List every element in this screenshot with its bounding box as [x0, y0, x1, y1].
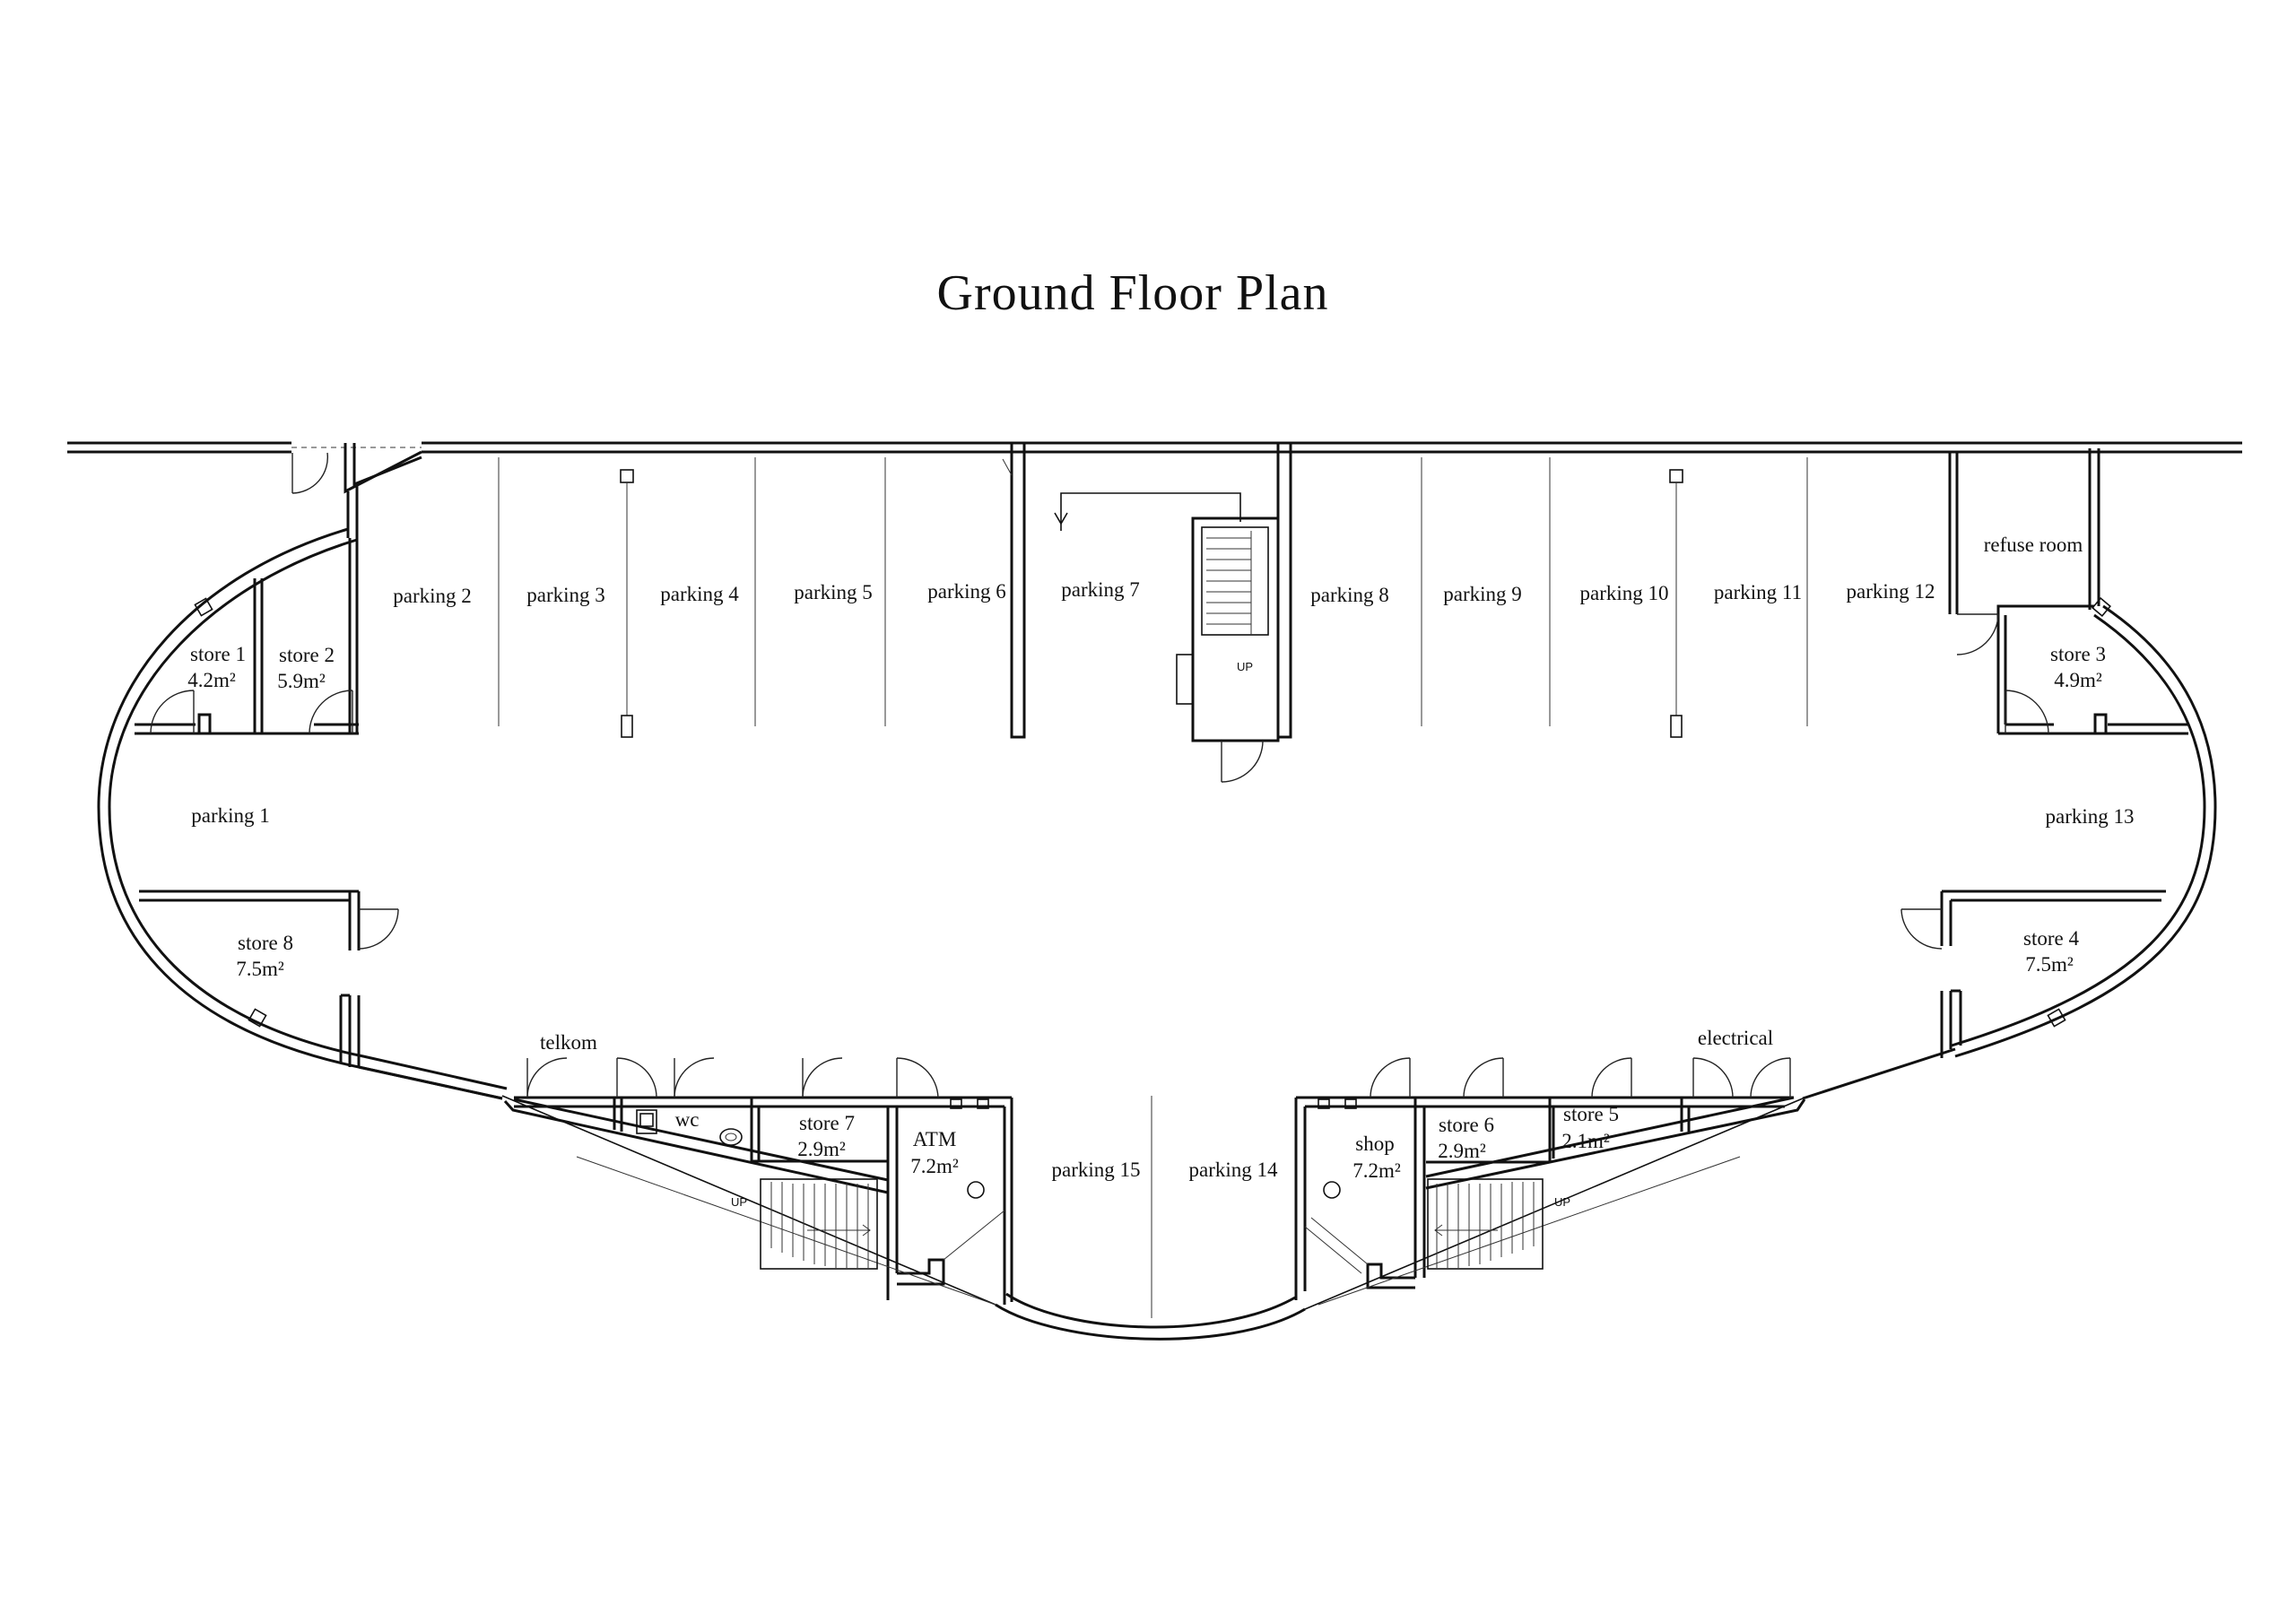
area-store-5: 2.1m² — [1561, 1130, 1610, 1152]
area-store-3: 4.9m² — [2054, 669, 2102, 691]
right-stair-treads — [1436, 1182, 1535, 1268]
label-parking-2: parking 2 — [393, 585, 472, 607]
label-store-1: store 1 — [190, 643, 246, 665]
area-store-7: 2.9m² — [797, 1138, 846, 1160]
label-parking-4: parking 4 — [660, 583, 739, 605]
label-parking-14: parking 14 — [1188, 1159, 1278, 1181]
label-parking-11: parking 11 — [1714, 581, 1802, 603]
space-labels: parking 2 parking 3 parking 4 parking 5 … — [191, 534, 2134, 1181]
label-wc: wc — [675, 1108, 700, 1131]
label-refuse-room: refuse room — [1984, 534, 2083, 556]
label-parking-9: parking 9 — [1443, 583, 1522, 605]
label-parking-12: parking 12 — [1846, 580, 1935, 603]
area-atm: 7.2m² — [910, 1155, 959, 1177]
store-4-walls — [1900, 890, 2166, 1058]
label-store-7: store 7 — [799, 1112, 855, 1134]
label-store-3: store 3 — [2050, 643, 2106, 665]
right-stair-up-label: UP — [1554, 1195, 1570, 1209]
label-parking-1: parking 1 — [191, 804, 270, 827]
label-telkom: telkom — [540, 1031, 597, 1054]
left-top-stores-walls — [135, 443, 422, 735]
core-stair-up-label: UP — [1237, 660, 1253, 673]
left-stair-up-label: UP — [731, 1195, 747, 1209]
label-store-4: store 4 — [2023, 927, 2079, 950]
label-parking-3: parking 3 — [526, 584, 605, 606]
label-parking-7: parking 7 — [1061, 578, 1140, 601]
central-stair-core: UP — [1054, 492, 1280, 783]
area-store-6: 2.9m² — [1438, 1140, 1486, 1162]
area-store-4: 7.5m² — [2025, 953, 2074, 976]
right-top-rooms-walls — [1948, 448, 2188, 735]
lower-left-service-block: UP — [503, 1057, 1013, 1306]
label-parking-13: parking 13 — [2045, 805, 2134, 828]
label-atm: ATM — [913, 1128, 957, 1150]
area-store-1: 4.2m² — [187, 669, 236, 691]
label-store-2: store 2 — [279, 644, 335, 666]
area-store-8: 7.5m² — [236, 958, 284, 980]
label-parking-8: parking 8 — [1310, 584, 1389, 606]
outer-building-shell — [97, 527, 2217, 1341]
core-stair-treads — [1206, 531, 1252, 635]
left-stair-treads — [770, 1182, 869, 1268]
label-parking-6: parking 6 — [927, 580, 1006, 603]
lower-right-service-block: UP — [1294, 1057, 1806, 1306]
parking-bay-dividers — [498, 441, 1808, 1318]
label-store-8: store 8 — [238, 932, 293, 954]
unit-labels: store 1 4.2m² store 2 5.9m² store 3 4.9m… — [187, 643, 2106, 1182]
top-boundary-wall — [67, 441, 2242, 454]
label-parking-15: parking 15 — [1051, 1159, 1140, 1181]
area-store-2: 5.9m² — [277, 670, 326, 692]
label-shop: shop — [1355, 1133, 1394, 1155]
label-parking-10: parking 10 — [1579, 582, 1668, 604]
store-8-walls — [139, 890, 399, 1067]
label-electrical: electrical — [1698, 1027, 1773, 1049]
plan-title: Ground Floor Plan — [937, 265, 1329, 321]
area-shop: 7.2m² — [1352, 1159, 1401, 1182]
label-store-6: store 6 — [1439, 1114, 1494, 1136]
label-store-5: store 5 — [1563, 1103, 1619, 1125]
label-parking-5: parking 5 — [794, 581, 873, 603]
